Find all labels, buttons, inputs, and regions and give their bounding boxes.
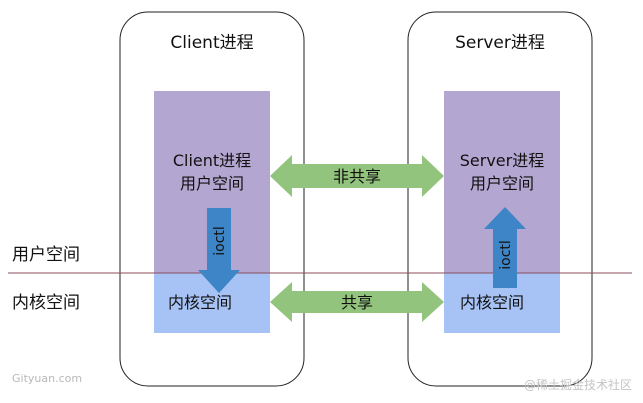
client-ioctl-down-arrow bbox=[198, 208, 240, 293]
kernel-space-label: 内核空间 bbox=[12, 293, 80, 313]
client-ioctl-label: ioctl bbox=[212, 226, 228, 256]
non-shared-double-arrow bbox=[270, 155, 444, 197]
non-shared-label: 非共享 bbox=[333, 167, 381, 186]
shared-label: 共享 bbox=[341, 293, 373, 312]
user-space-label: 用户空间 bbox=[12, 245, 80, 265]
server-process-title: Server进程 bbox=[455, 33, 545, 53]
server-kernel-box-label: 内核空间 bbox=[460, 293, 524, 312]
server-ioctl-up-arrow bbox=[484, 207, 526, 288]
server-user-box-label-line2: 用户空间 bbox=[470, 174, 534, 193]
watermark-right: @稀土掘金技术社区 bbox=[524, 377, 632, 392]
shared-double-arrow bbox=[270, 282, 444, 322]
client-kernel-box-label: 内核空间 bbox=[168, 293, 232, 312]
client-user-box-label-line2: 用户空间 bbox=[180, 174, 244, 193]
server-ioctl-label: ioctl bbox=[498, 240, 514, 270]
watermark-left: Gityuan.com bbox=[12, 372, 82, 385]
client-user-box-label-line1: Client进程 bbox=[173, 151, 251, 170]
client-process-title: Client进程 bbox=[170, 33, 253, 53]
server-user-box-label-line1: Server进程 bbox=[460, 151, 544, 170]
